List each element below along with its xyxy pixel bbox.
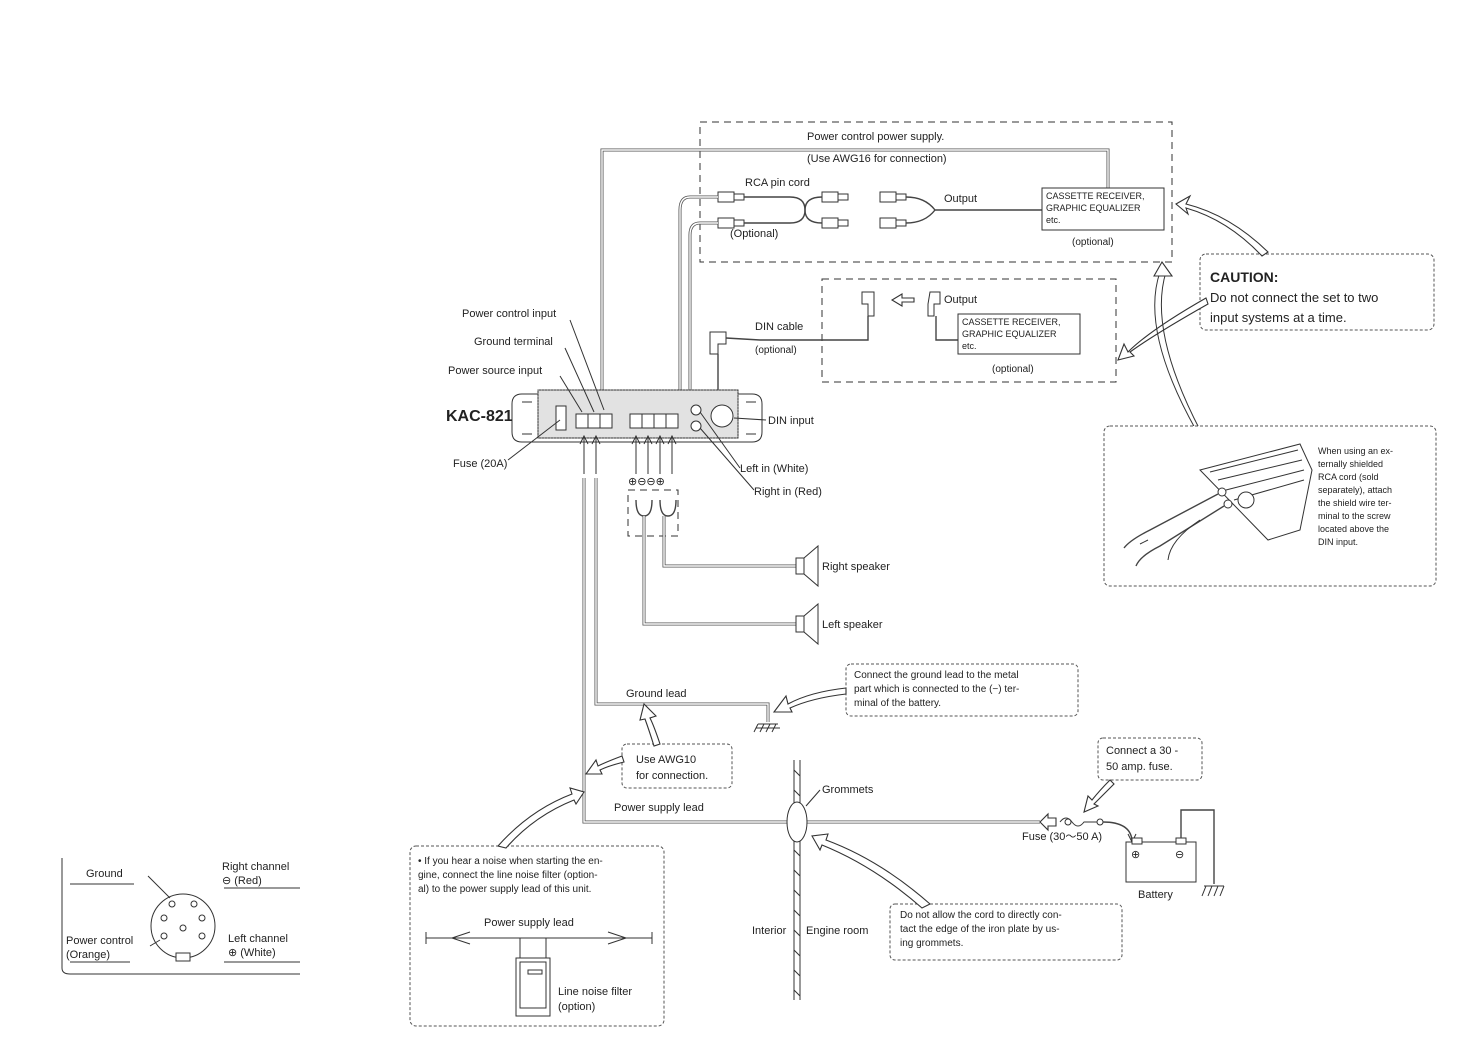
model-label: KAC-821 [446,408,513,425]
shield-note-line-3: RCA cord (sold [1318,472,1379,482]
ground-terminal-label: Ground terminal [474,336,553,348]
awg10-line-2: for connection. [636,770,708,782]
rca-wire-left [678,195,718,400]
noise-filter-line-1: Line noise filter [558,986,632,998]
grommet-callout-line-2: tact the edge of the iron plate by us- [900,924,1060,935]
noise-line-1: • If you hear a noise when starting the … [418,856,603,867]
din-pin-right-channel: Right channel [222,861,289,873]
noise-supply-lead-label: Power supply lead [484,917,574,929]
svg-text:⊖: ⊖ [1175,849,1184,861]
ground-lead-wire [594,478,770,722]
ground-symbol-icon [753,723,780,733]
right-speaker-label: Right speaker [822,561,890,573]
din-optional-box [821,278,1117,383]
battery-icon: ⊕ ⊖ [1125,809,1225,897]
fuse-callout-line-1: Connect a 30 - [1106,745,1178,757]
line-noise-filter-icon [515,957,551,1017]
din-pin-ground: Ground [86,868,123,880]
rca-optional-label: (Optional) [730,228,778,240]
top-optional-box [699,121,1173,263]
noise-line-3: al) to the power supply lead of this uni… [418,884,591,895]
rca-pin-cord-label: RCA pin cord [745,177,810,189]
din-pin-power-control-sub: (Orange) [66,949,110,961]
din-pin-left-channel: Left channel [228,933,288,945]
awg16-note: (Use AWG16 for connection) [807,153,947,165]
left-in-label: Left in (White) [740,463,808,475]
grommet-callout-line-3: ing grommets. [900,938,963,949]
interior-label: Interior [752,925,787,937]
top-output-label: Output [944,193,977,205]
caution-line-1: Do not connect the set to two [1210,290,1378,305]
fuse-callout-box [1097,737,1203,781]
power-control-supply-label: Power control power supply. [807,131,944,143]
ground-callout-box [845,663,1079,717]
amplifier-unit [511,389,763,443]
battery-label: Battery [1138,889,1173,901]
din-pin-power-control: Power control [66,935,133,947]
din-cable-label: DIN cable [755,321,803,333]
svg-text:⊕: ⊕ [1131,849,1140,861]
shield-note-line-5: the shield wire ter- [1318,498,1392,508]
ground-callout-line-3: minal of the battery. [854,698,941,709]
top-device-line-2: GRAPHIC EQUALIZER [1046,203,1141,213]
rca-plugs [717,191,907,229]
din-input-label: DIN input [768,415,814,427]
polarity-markers: ⊕⊖⊖⊕ [628,476,665,488]
power-supply-lead-label: Power supply lead [614,802,704,814]
din-device-line-3: etc. [962,341,977,351]
shield-note-line-8: DIN input. [1318,537,1358,547]
fuse-callout-line-2: 50 amp. fuse. [1106,761,1173,773]
power-source-input-label: Power source input [448,365,542,377]
noise-filter-box [409,845,665,1027]
fuse-20a-label: Fuse (20A) [453,458,507,470]
din-pin-left-channel-sub: ⊕ (White) [228,947,276,959]
engine-room-label: Engine room [806,925,868,937]
din-device-line-1: CASSETTE RECEIVER, [962,317,1061,327]
caution-heading: CAUTION: [1210,269,1278,285]
din-pin-right-channel-sub: ⊖ (Red) [222,875,262,887]
right-speaker-icon [795,544,819,588]
shield-note-line-6: minal to the screw [1318,511,1391,521]
caution-box [1199,253,1435,331]
din-pinout-panel [61,858,300,975]
firewall-plate [786,760,808,1000]
top-device-optional: (optional) [1072,237,1114,248]
left-speaker-wire [642,516,796,626]
noise-filter-line-2: (option) [558,1001,595,1013]
din-output-label: Output [944,294,977,306]
noise-line-2: gine, connect the line noise filter (opt… [418,870,598,881]
top-device-line-1: CASSETTE RECEIVER, [1046,191,1145,201]
shielded-rca-illustration [1123,443,1313,567]
awg10-callout-box [621,743,733,789]
power-control-input-label: Power control input [462,308,556,320]
caution-line-2: input systems at a time. [1210,310,1347,325]
left-speaker-label: Left speaker [822,619,883,631]
right-speaker-wire [662,516,796,568]
shield-note-line-4: separately), attach [1318,485,1392,495]
awg10-line-1: Use AWG10 [636,754,696,766]
shield-note-line-1: When using an ex- [1318,446,1393,456]
din-device-line-2: GRAPHIC EQUALIZER [962,329,1057,339]
ground-callout-line-2: part which is connected to the (−) ter- [854,684,1019,695]
fuse-30-50-label: Fuse (30～50 A) [1022,831,1102,843]
din-plugs [709,291,941,355]
din-device-box [957,313,1081,355]
din-device-optional: (optional) [992,364,1034,375]
shield-note-line-7: located above the [1318,524,1389,534]
rca-wire-right [688,221,718,412]
top-device-box [1041,187,1165,231]
ground-callout-line-1: Connect the ground lead to the metal [854,670,1019,681]
ground-lead-label: Ground lead [626,688,687,700]
top-device-line-3: etc. [1046,215,1061,225]
right-in-label: Right in (Red) [754,486,822,498]
grommet-callout-box [889,903,1123,961]
grommet-callout-line-1: Do not allow the cord to directly con- [900,910,1062,921]
shield-note-line-2: ternally shielded [1318,459,1383,469]
din-optional-label: (optional) [755,345,797,356]
grommets-label: Grommets [822,784,874,796]
left-speaker-icon [795,602,819,646]
